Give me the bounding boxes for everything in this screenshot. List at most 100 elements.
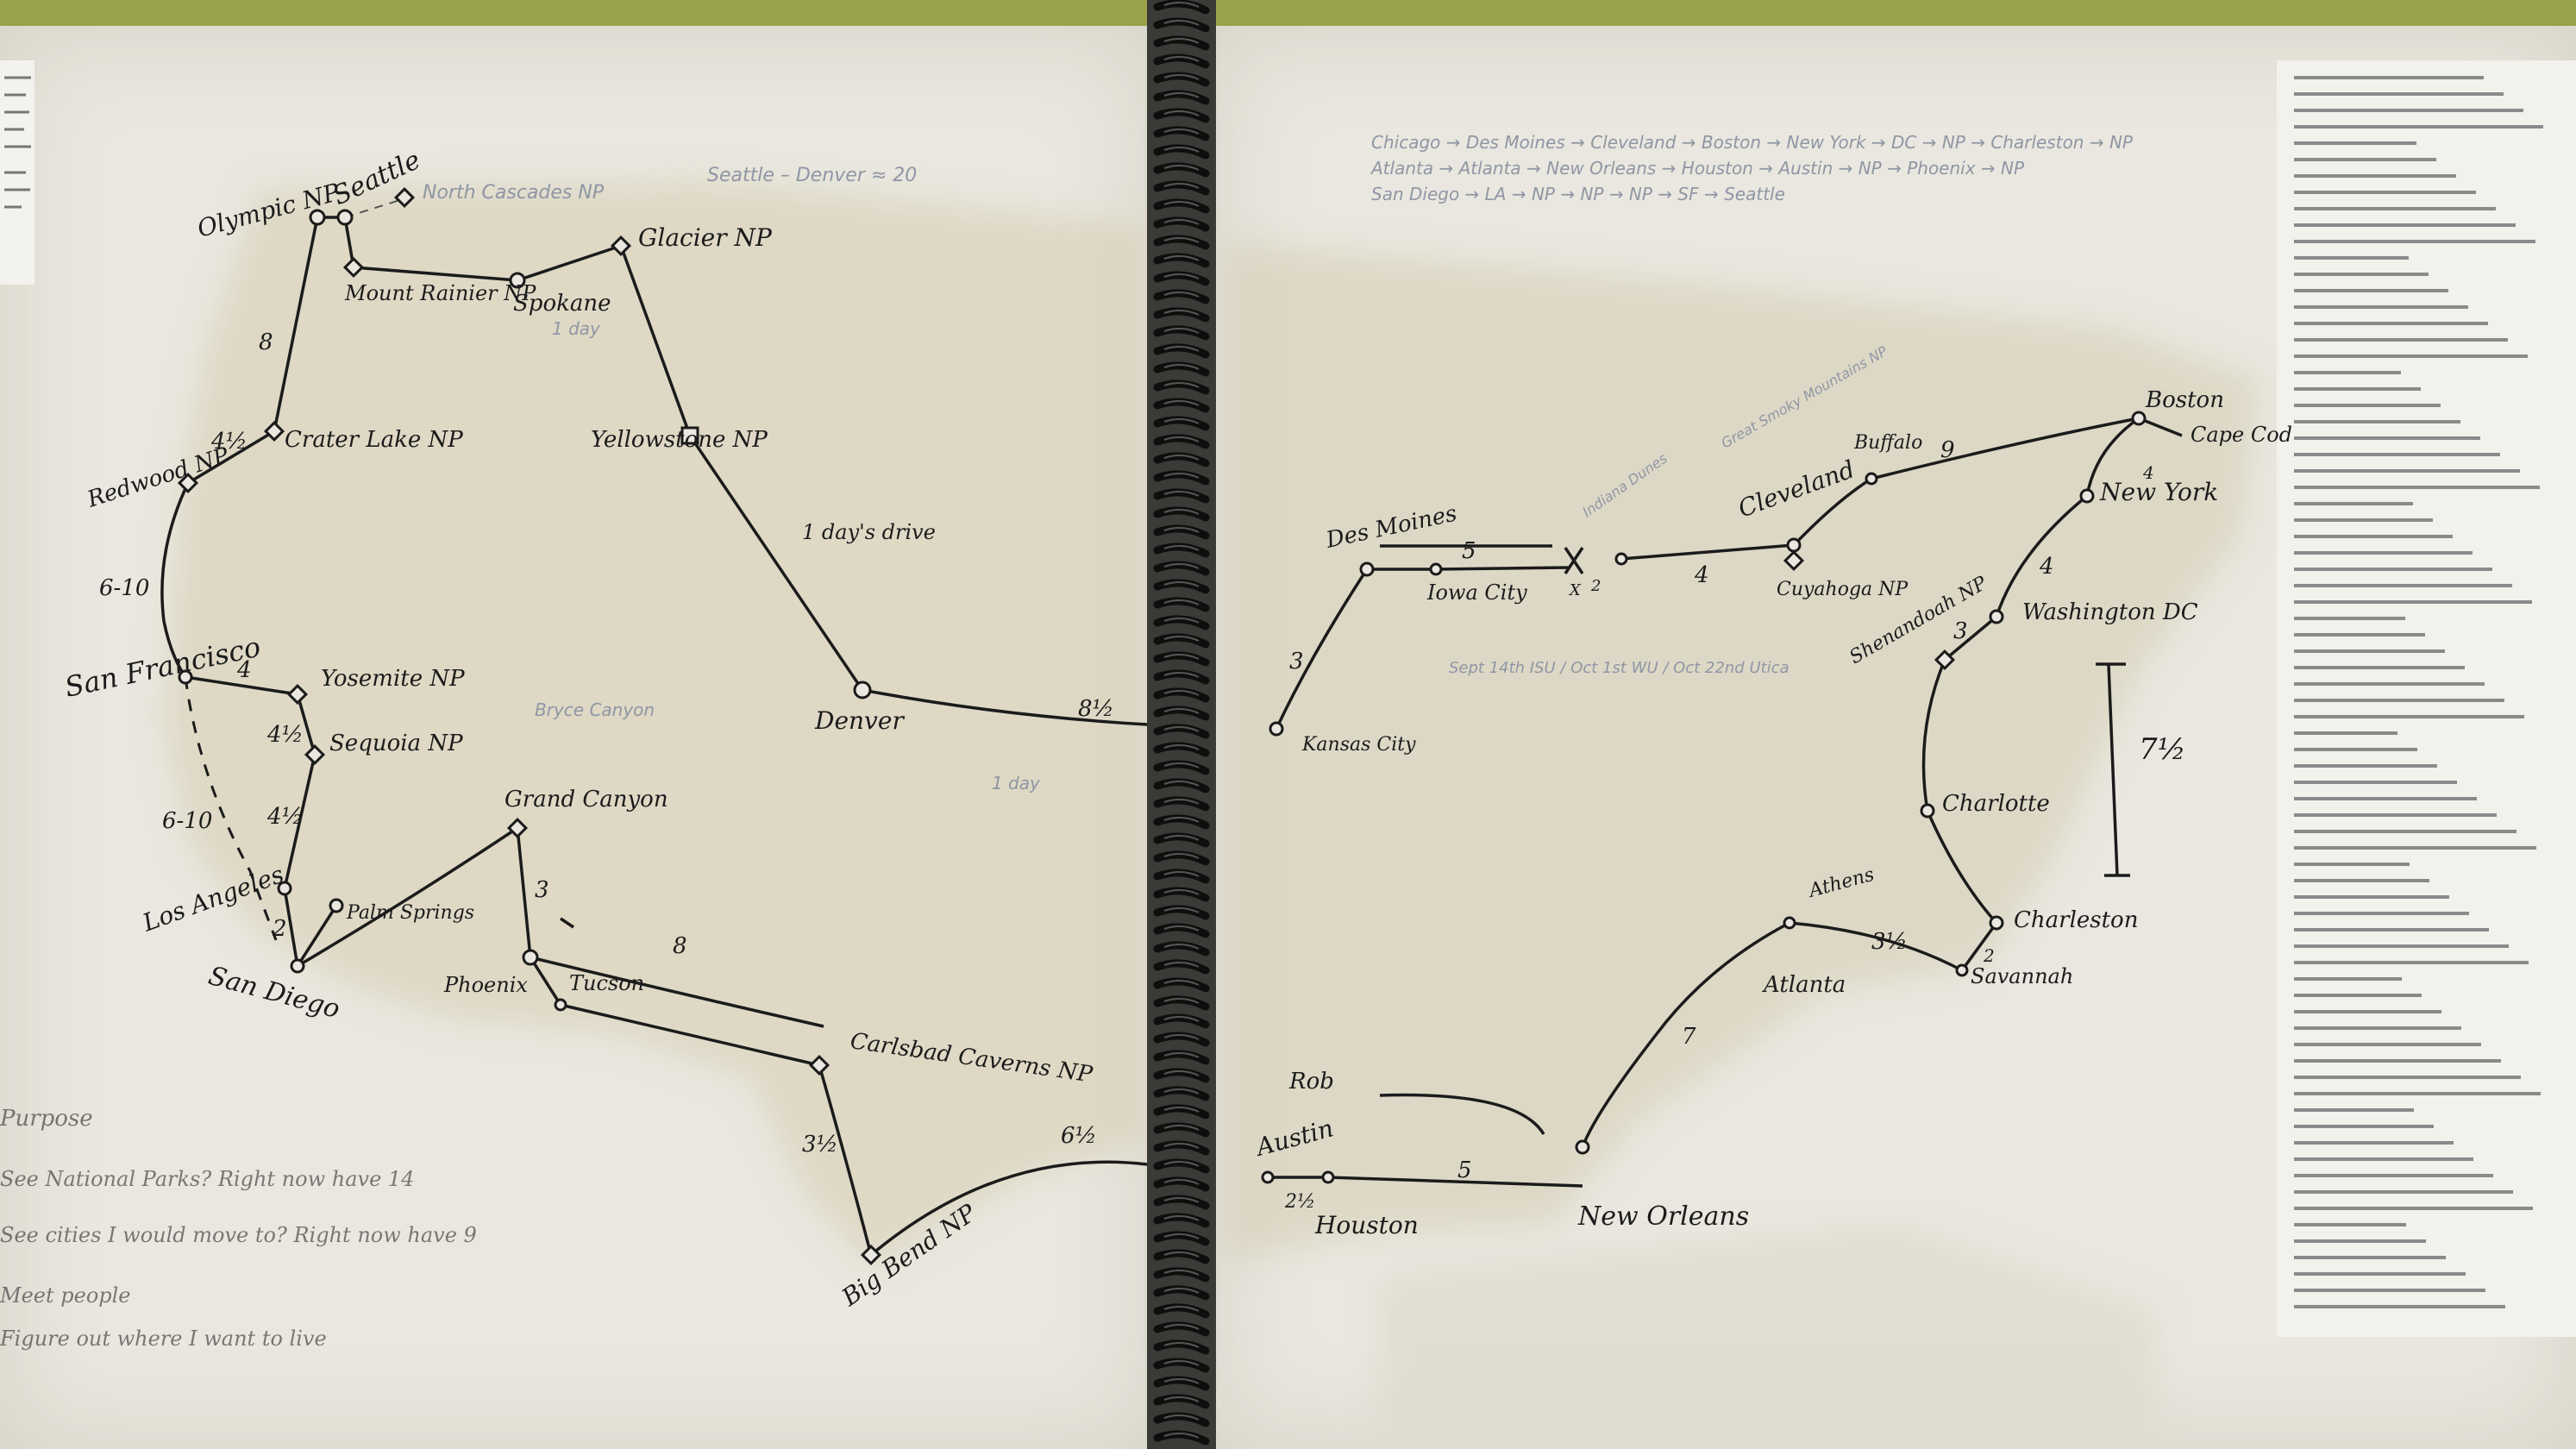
east-map-silhouette: [1225, 242, 2259, 1259]
spiral-coil-highlight: [1163, 2, 1200, 8]
spiral-coil-highlight: [1163, 1125, 1200, 1131]
label-rainier: Mount Rainier NP: [344, 281, 536, 305]
rainier-marker: [342, 256, 365, 279]
note-line4: Figure out where I want to live: [0, 1327, 327, 1351]
label-charleston: Charleston: [2014, 907, 2138, 933]
spiral-coil-highlight: [1163, 491, 1200, 497]
route-boston-ny: [2085, 417, 2140, 497]
spiral-coil-highlight: [1163, 654, 1200, 660]
route-boston-capecod: [2138, 417, 2183, 437]
sequoia-marker: [304, 743, 326, 766]
label-iowacity: Iowa City: [1426, 580, 1527, 605]
charleston-marker: [1989, 915, 2004, 931]
seattle-marker: [336, 209, 354, 226]
dist-denver-east: 8½: [1078, 696, 1114, 722]
spiral-coil-highlight: [1163, 817, 1200, 823]
dist-kc-des: 3: [1289, 649, 1304, 674]
spiral-coil-highlight: [1163, 690, 1200, 696]
east-distances: 5 3 2 4 9 4 4 3 7½ 2 3½ 7 5 2½: [1284, 437, 2186, 1213]
spiral-coil-highlight: [1163, 346, 1200, 352]
spiral-coil-highlight: [1163, 1034, 1200, 1040]
spiral-coil-highlight: [1163, 418, 1200, 424]
note-line3: Meet people: [0, 1283, 131, 1308]
route-charleston-savannah: [1960, 921, 1998, 972]
spiral-coil-highlight: [1163, 38, 1200, 44]
dist-ny-dc: 4: [2039, 554, 2054, 580]
route-redwood-sf: [160, 482, 190, 678]
spiral-binding: [1147, 0, 1216, 1449]
spiral-coil-highlight: [1163, 1270, 1200, 1276]
spiral-coil-highlight: [1163, 889, 1200, 895]
route-iowacity-x: [1435, 566, 1570, 571]
label-denver: Denver: [814, 706, 905, 735]
spiral-coil-highlight: [1163, 1052, 1200, 1058]
spiral-coil-highlight: [1163, 762, 1200, 768]
spiral-coil-highlight: [1163, 1324, 1200, 1330]
label-yellowstone: Yellowstone NP: [591, 427, 768, 453]
charlotte-marker: [1920, 803, 1935, 819]
spiral-coil-highlight: [1163, 1088, 1200, 1095]
dc-marker: [1989, 609, 2004, 624]
label-dates: Sept 14th ISU / Oct 1st WU / Oct 22nd Ut…: [1449, 659, 1789, 677]
label-cuyahoga: Cuyahoga NP: [1777, 579, 1908, 600]
right-edge-printed-index: [2277, 60, 2576, 1337]
route-yellowstone-denver: [688, 435, 864, 691]
spiral-coil-highlight: [1163, 1414, 1200, 1421]
spiral-coil-highlight: [1163, 237, 1200, 243]
dist-sequoia-la: 4½: [266, 804, 304, 830]
label-x: X: [1568, 581, 1582, 599]
tucson-marker: [554, 998, 567, 1012]
yosemite-marker: [286, 683, 309, 706]
west-distances: 8 4½ 6-10 4 4½ 4½ 6-10 2 3 8 3½ 6½ 8½: [99, 329, 1114, 1157]
spiral-coil-highlight: [1163, 328, 1200, 334]
route-olympic-crater: [273, 216, 319, 432]
label-palm: Palm Springs: [346, 902, 474, 924]
label-days-drive: 1 day's drive: [802, 520, 936, 544]
route-rob-no: [1379, 1093, 1545, 1135]
route-dc-shen: [1943, 615, 1998, 662]
buffalo-marker: [1865, 472, 1878, 486]
chicago-marker: [1614, 552, 1628, 566]
dist-sf-la: 6-10: [162, 808, 212, 834]
dist-athens-savannah: 3½: [1871, 929, 1908, 955]
label-sd: San Diego: [205, 961, 343, 1025]
spiral-coil-highlight: [1163, 1233, 1200, 1239]
cleveland-marker: [1786, 537, 1802, 553]
spiral-coil-highlight: [1163, 980, 1200, 986]
dist-tucson-carlsbad: 8: [673, 933, 687, 959]
dist-boston-ny: 4: [2142, 462, 2154, 483]
spiral-coil-highlight: [1163, 1396, 1200, 1402]
route-cleveland-buffalo: [1792, 477, 1872, 547]
ny-marker: [2079, 488, 2095, 504]
spiral-coil-highlight: [1163, 364, 1200, 370]
x-mark: [1564, 547, 1584, 574]
athens-marker: [1783, 916, 1796, 930]
route-shen-charlotte: [1921, 659, 1946, 812]
spiral-coil-highlight: [1163, 527, 1200, 533]
spiral-coil-highlight: [1163, 382, 1200, 388]
route-tucson-carlsbad: [560, 1003, 820, 1067]
gulf-water: [1380, 1225, 2156, 1432]
label-spokane: Spokane: [513, 291, 611, 317]
header-note-right-2: Atlanta → Atlanta → New Orleans → Housto…: [1369, 158, 2025, 179]
spiral-coil-highlight: [1163, 925, 1200, 932]
boston-marker: [2131, 411, 2147, 426]
label-yosemite: Yosemite NP: [321, 666, 465, 692]
carlsbad-marker: [808, 1054, 830, 1076]
label-tucson: Tucson: [569, 971, 644, 995]
spiral-coil-highlight: [1163, 853, 1200, 859]
label-phoenix: Phoenix: [443, 973, 528, 997]
spiral-coil-highlight: [1163, 1433, 1200, 1439]
dist-dc-shen: 3: [1953, 618, 1968, 644]
spiral-coil-highlight: [1163, 129, 1200, 135]
route-ny-dc: [1995, 494, 2089, 618]
cuyahoga-marker: [1783, 549, 1805, 572]
spiral-coil-highlight: [1163, 436, 1200, 442]
route-buffalo-boston: [1871, 417, 2140, 480]
spiral-coil-highlight: [1163, 581, 1200, 587]
dist-la-sd: 2: [272, 916, 287, 942]
route-sd-palm: [296, 905, 338, 967]
spiral-coil-highlight: [1163, 20, 1200, 26]
